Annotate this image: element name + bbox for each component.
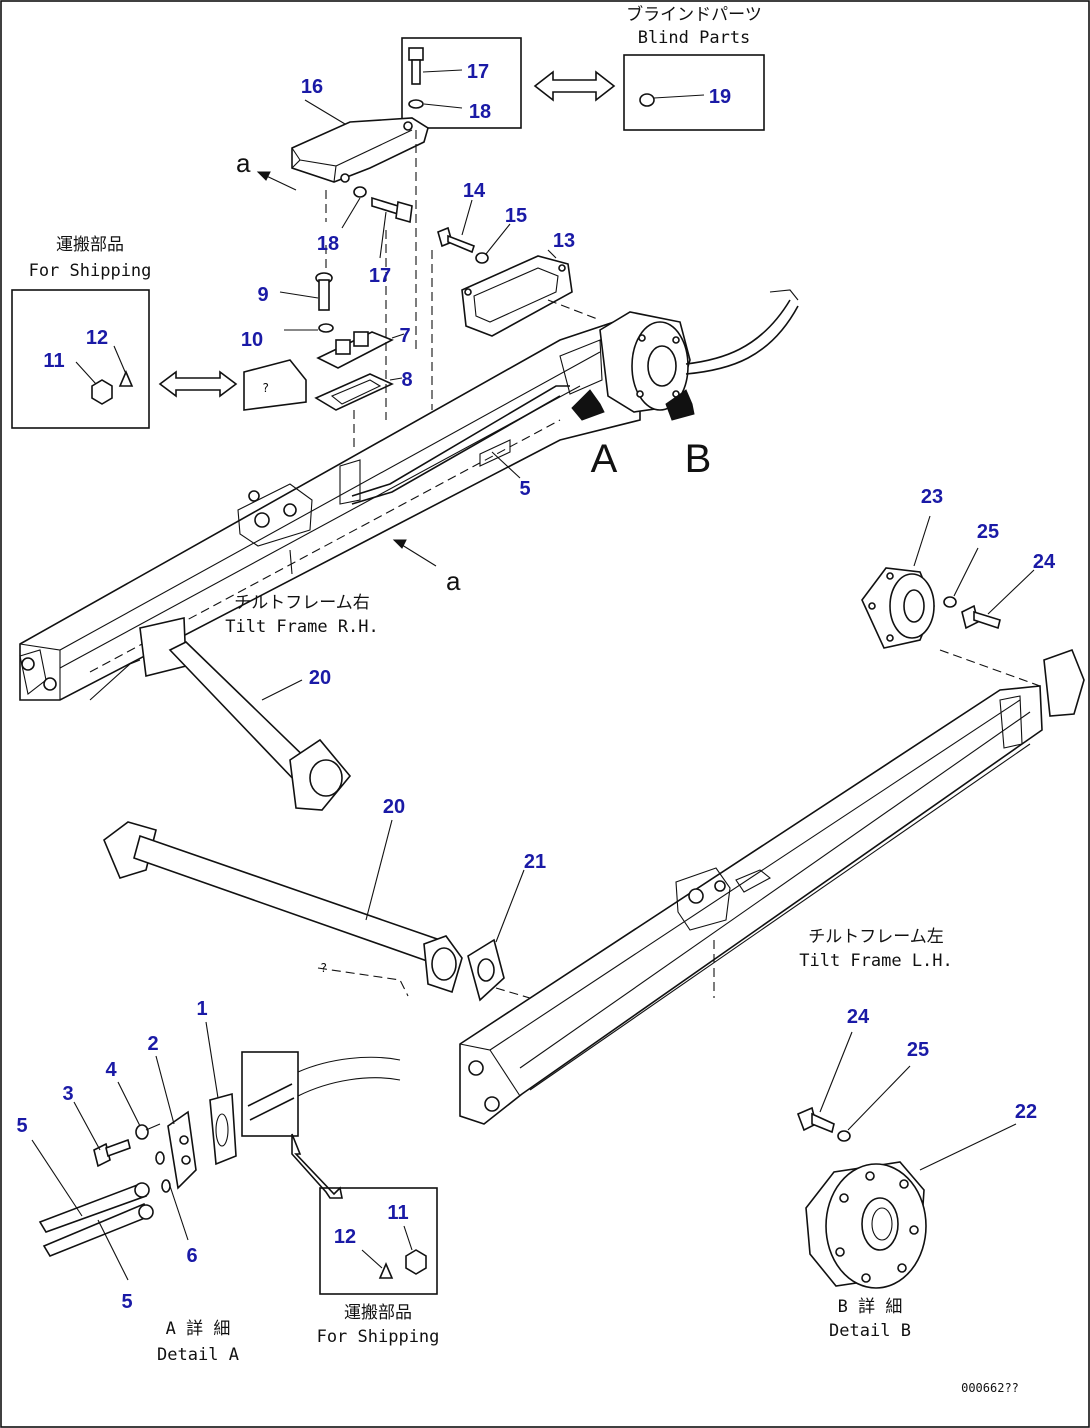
detail-b-jp: B 詳 細 [838,1297,903,1317]
bolt-24-upper [961,604,1001,630]
callout-13: 13 [553,230,575,252]
callout-14: 14 [463,180,486,202]
callout-20-upper: 20 [309,667,331,689]
callout-20-lower: 20 [383,796,405,818]
callout-21: 21 [524,851,546,873]
blind-parts-box [623,54,765,131]
tilt-rh-jp: チルトフレーム右 [234,593,370,613]
arrow-a-bottom: a [446,566,461,596]
callout-2: 2 [147,1033,158,1055]
tilt-lh-en: Tilt Frame L.H. [799,951,953,971]
callout-15: 15 [505,205,527,227]
drawing-number: 000662?? [961,1381,1019,1395]
callout-9: 9 [257,284,268,306]
detail-a-en: Detail A [157,1345,239,1365]
tilt-frame-lh [459,648,1085,1125]
callout-17-top: 17 [467,61,489,83]
callout-19: 19 [709,86,731,108]
callout-11-lower: 11 [387,1202,408,1224]
callouts: 17 18 19 16 18 17 14 15 13 12 11 9 10 7 … [16,61,1056,1313]
callout-5-detail-bottom: 5 [121,1291,132,1313]
bolt-washer-box [401,37,522,129]
shipping-en-left: For Shipping [29,261,152,281]
view-label-a: A [591,437,618,481]
callout-24-upper: 24 [1033,551,1056,573]
double-arrow-shipping-left [158,370,238,398]
double-arrow-detail [291,1133,343,1199]
callout-7: 7 [399,325,410,347]
shipping-jp-left: 運搬部品 [56,235,124,255]
tilt-rh-en: Tilt Frame R.H. [225,617,379,637]
gasket-part-8 [314,373,394,411]
bolt-14 [437,226,476,254]
hub-23 [861,567,935,649]
view-arrow-a [571,389,605,421]
gasket-21 [467,938,505,1002]
callout-10: 10 [241,329,263,351]
shaft-note: ? [320,961,327,975]
cover-part-16 [291,117,429,183]
detail-a-assembly [38,1092,237,1257]
hub-rh [599,289,799,413]
tag-text: ? [262,381,269,395]
block-part-7 [316,331,394,369]
detail-a-jp: A 詳 細 [166,1319,231,1339]
bolt-9 [315,272,333,311]
double-arrow-blind [533,70,616,102]
callout-12-lower: 12 [334,1226,356,1248]
callout-4: 4 [105,1059,117,1081]
callout-25-upper: 25 [977,521,999,543]
cover-part-13 [461,255,573,337]
callout-18: 18 [317,233,339,255]
shipping-box-lower [319,1187,438,1295]
callout-8: 8 [401,369,412,391]
tag-plate [243,359,307,411]
callout-16: 16 [301,76,323,98]
arrow-a-top: a [236,148,251,178]
shaft-20-lower [103,821,463,994]
callout-12-shipping: 12 [86,327,108,349]
shipping-jp-lower: 運搬部品 [344,1303,412,1323]
bolt-17-lower [371,196,413,224]
callout-1: 1 [196,998,207,1020]
shaft-20-upper [139,617,352,811]
callout-6: 6 [186,1245,197,1267]
callout-23: 23 [921,486,943,508]
detail-b-hub [805,1161,927,1289]
view-arrow-b [665,389,695,421]
detail-a-hose-plate [241,1051,401,1137]
callout-18-top: 18 [469,101,491,123]
shipping-en-lower: For Shipping [317,1327,440,1347]
callout-17: 17 [369,265,391,287]
callout-3: 3 [62,1083,73,1105]
callout-22: 22 [1015,1101,1037,1123]
callout-11-shipping: 11 [43,350,64,372]
view-label-b: B [685,437,712,481]
callout-25-lower: 25 [907,1039,929,1061]
detail-b-en: Detail B [829,1321,911,1341]
callout-5-pipe: 5 [519,478,530,500]
blind-parts-jp: ブラインドパーツ [626,4,762,25]
blind-parts-en: Blind Parts [638,28,751,48]
tilt-frame-rh [19,319,641,701]
callout-24-lower: 24 [847,1006,870,1028]
callout-5-detail-top: 5 [16,1115,27,1137]
bolt-24-lower [796,1106,835,1134]
tilt-lh-jp: チルトフレーム左 [808,927,944,947]
shipping-box-left [11,289,150,429]
